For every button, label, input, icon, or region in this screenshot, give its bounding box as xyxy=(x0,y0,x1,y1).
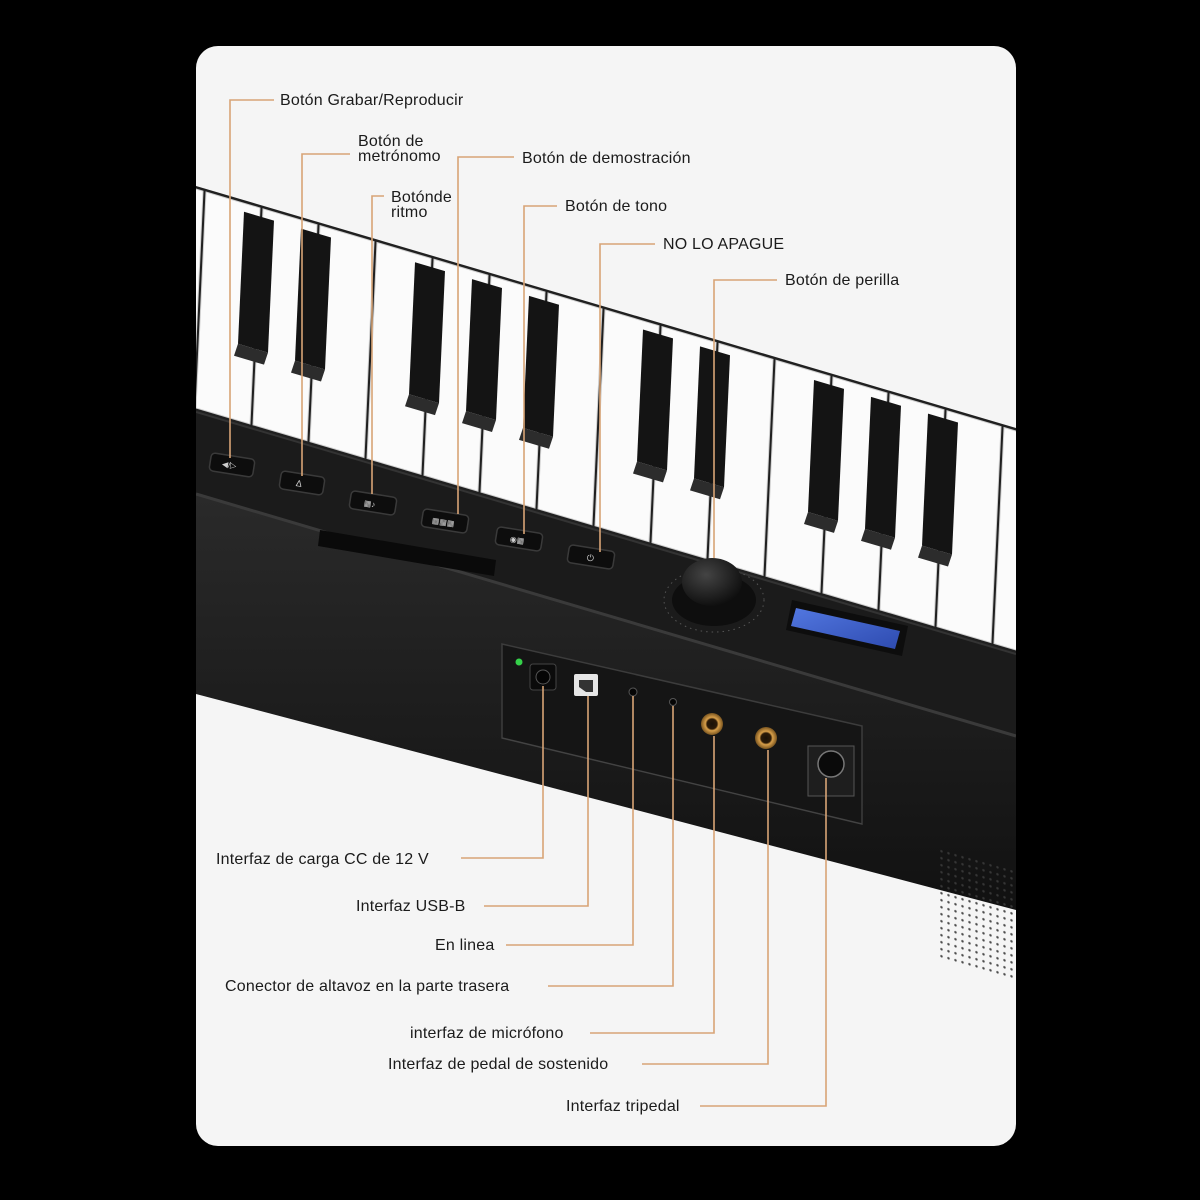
black-key-face xyxy=(633,461,667,483)
keyboard-illustration: ◀/▷ Δ ▦♪ ▦▦▦ ◉▦ ⏻ xyxy=(196,99,1016,1107)
callout-usb-b-label: Interfaz USB-B xyxy=(356,898,466,915)
callout-dc-in-label: Interfaz de carga CC de 12 V xyxy=(216,851,429,868)
black-key-face xyxy=(462,411,496,432)
callout-line-record-play xyxy=(229,99,274,458)
callout-line-line-in xyxy=(506,696,634,946)
callout-line-power xyxy=(599,243,655,552)
callout-line-demo xyxy=(457,156,514,514)
black-key xyxy=(409,262,445,404)
svg-text:⏻: ⏻ xyxy=(586,552,595,563)
power-led xyxy=(515,658,523,666)
black-key-face xyxy=(519,427,553,449)
svg-text:Δ: Δ xyxy=(295,478,303,489)
callout-tone-label: Botón de tono xyxy=(565,198,668,215)
callout-mic-label: interfaz de micrófono xyxy=(410,1025,564,1042)
callout-rhythm-label: Botónde ritmo xyxy=(391,189,453,221)
line-in-jack[interactable] xyxy=(628,687,638,697)
callout-lines xyxy=(229,99,827,1107)
callout-demo-label: Botón de demostración xyxy=(522,150,691,167)
callout-tripedal-label: Interfaz tripedal xyxy=(566,1098,680,1115)
usb-b-port[interactable] xyxy=(574,674,598,696)
callout-metronome-label: Botón de metrónomo xyxy=(358,133,441,165)
speaker-grill xyxy=(938,848,1016,982)
callout-line-speaker-out xyxy=(548,706,674,987)
svg-text:◀/▷: ◀/▷ xyxy=(221,459,238,470)
black-key-face xyxy=(291,360,325,382)
svg-text:◉▦: ◉▦ xyxy=(509,535,525,546)
music-rest-slot xyxy=(318,530,496,576)
demo-button[interactable]: ▦▦▦ xyxy=(420,508,470,534)
callout-line-rhythm xyxy=(371,195,384,494)
power-button[interactable]: ⏻ xyxy=(566,544,616,570)
black-key xyxy=(523,295,559,437)
black-key xyxy=(808,380,844,521)
rhythm-button[interactable]: ▦♪ xyxy=(348,490,398,516)
mic-jack[interactable] xyxy=(701,713,723,735)
speaker-out-jack[interactable] xyxy=(669,698,677,706)
callout-knob-label: Botón de perilla xyxy=(785,272,900,289)
control-strip xyxy=(196,412,1016,736)
callout-sustain-label: Interfaz de pedal de sostenido xyxy=(388,1056,609,1073)
black-key-face xyxy=(405,394,439,416)
black-key xyxy=(922,413,958,555)
callout-line-tone xyxy=(523,205,557,534)
metronome-button[interactable]: Δ xyxy=(278,470,326,496)
callout-line-metronome xyxy=(301,153,350,476)
black-key xyxy=(238,211,274,353)
diagram-panel: ◀/▷ Δ ▦♪ ▦▦▦ ◉▦ ⏻ xyxy=(196,46,1016,1146)
black-keys xyxy=(234,211,958,567)
callout-line-mic xyxy=(590,736,715,1034)
black-key-face xyxy=(861,528,895,550)
callout-line-usb-b xyxy=(484,696,589,907)
callout-line-in-label: En linea xyxy=(435,937,495,954)
callout-speaker-out-label: Conector de altavoz en la parte trasera xyxy=(225,978,510,995)
sustain-jack[interactable] xyxy=(755,727,777,749)
black-key-face xyxy=(234,343,268,365)
tripedal-port[interactable] xyxy=(807,745,855,797)
record-play-button[interactable]: ◀/▷ xyxy=(208,452,256,478)
svg-text:▦▦▦: ▦▦▦ xyxy=(431,516,455,528)
tone-button[interactable]: ◉▦ xyxy=(494,526,544,552)
callout-line-sustain xyxy=(642,750,769,1065)
black-key xyxy=(694,346,730,488)
white-key xyxy=(993,426,1016,651)
black-key-face xyxy=(804,512,838,533)
white-key xyxy=(196,188,204,354)
svg-text:▦♪: ▦♪ xyxy=(363,499,376,510)
black-key-face xyxy=(690,478,724,500)
black-key xyxy=(637,329,673,471)
black-key xyxy=(865,396,901,538)
connector-panel xyxy=(501,643,863,825)
control-buttons: ◀/▷ Δ ▦♪ ▦▦▦ ◉▦ ⏻ xyxy=(208,452,616,570)
callout-line-knob xyxy=(713,279,777,558)
black-key xyxy=(295,228,331,370)
callout-line-dc-in xyxy=(461,686,544,859)
callout-power-label: NO LO APAGUE xyxy=(663,236,785,253)
callout-line-tripedal xyxy=(700,778,827,1107)
volume-knob[interactable] xyxy=(663,558,765,633)
black-key-face xyxy=(918,545,952,567)
lcd-display xyxy=(786,600,908,656)
black-key xyxy=(466,279,502,420)
callout-record-play-label: Botón Grabar/Reproducir xyxy=(280,92,464,109)
